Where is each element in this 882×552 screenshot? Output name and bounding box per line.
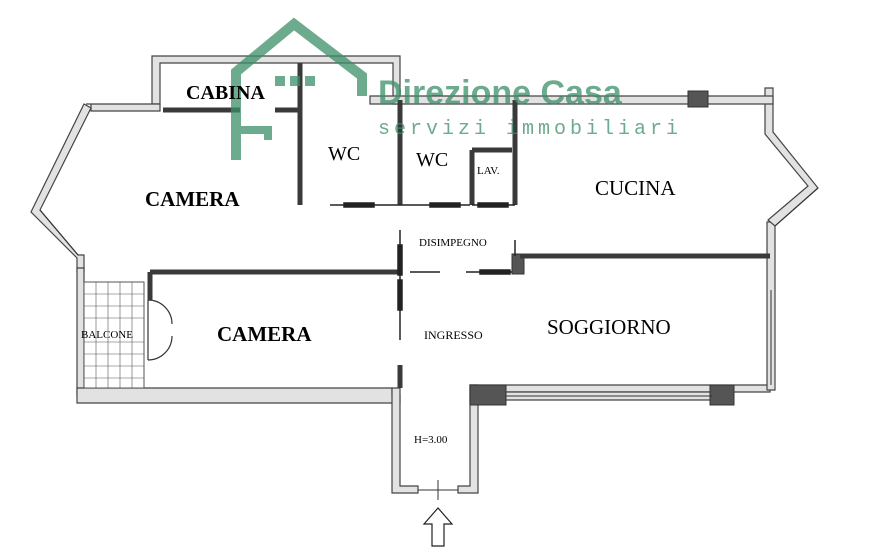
door-corridor-leaf-2 xyxy=(397,279,403,311)
door-corridor-leaf-1 xyxy=(397,244,403,276)
arrow-up-icon xyxy=(422,507,454,547)
windows xyxy=(39,187,819,500)
room-label-wc-1: WC xyxy=(328,143,360,165)
window-left-bay xyxy=(39,209,79,256)
balcone-floor xyxy=(83,281,145,389)
room-label-balcone: BALCONE xyxy=(81,329,133,341)
window-right-bay xyxy=(774,187,819,227)
balcone-area xyxy=(83,281,173,389)
room-label-cucina: CUCINA xyxy=(595,176,676,200)
room-label-camera-2: CAMERA xyxy=(217,322,312,346)
watermark-brand: Direzione Casa xyxy=(378,74,623,112)
doors xyxy=(330,202,516,340)
pillars xyxy=(469,90,735,406)
wall-top-left xyxy=(86,103,161,112)
watermark-text: Direzione Casa servizi immobiliari xyxy=(378,74,682,141)
balcone-door-top[interactable] xyxy=(147,299,173,330)
room-label-lav: LAV. xyxy=(477,165,500,177)
wall-left-bay xyxy=(30,103,92,273)
door-camera-leaf xyxy=(343,202,375,208)
door-lav-leaf xyxy=(477,202,509,208)
inner-walls xyxy=(147,63,770,388)
watermark-logo-icon xyxy=(231,17,367,160)
room-label-camera-1: CAMERA xyxy=(145,187,240,211)
balcone-door-bottom[interactable] xyxy=(147,330,173,361)
room-label-soggiorno: SOGGIORNO xyxy=(547,315,671,339)
height-note: H=3.00 xyxy=(414,434,448,446)
wall-top-right xyxy=(369,95,774,105)
pillar-disimpegno xyxy=(511,253,525,275)
pillar-bottom-right xyxy=(709,384,735,406)
room-label-wc-2: WC xyxy=(416,149,448,171)
wall-bottom-left xyxy=(76,387,401,404)
pillar-top-right xyxy=(687,90,709,108)
door-wc-leaf xyxy=(429,202,461,208)
watermark-tagline: servizi immobiliari xyxy=(378,118,682,141)
room-label-disimpegno: DISIMPEGNO xyxy=(419,237,487,249)
room-label-cabina: CABINA xyxy=(186,82,265,104)
wall-right-bay xyxy=(764,87,819,227)
room-label-ingresso: INGRESSO xyxy=(424,328,483,342)
pillar-bottom-center xyxy=(469,384,507,406)
